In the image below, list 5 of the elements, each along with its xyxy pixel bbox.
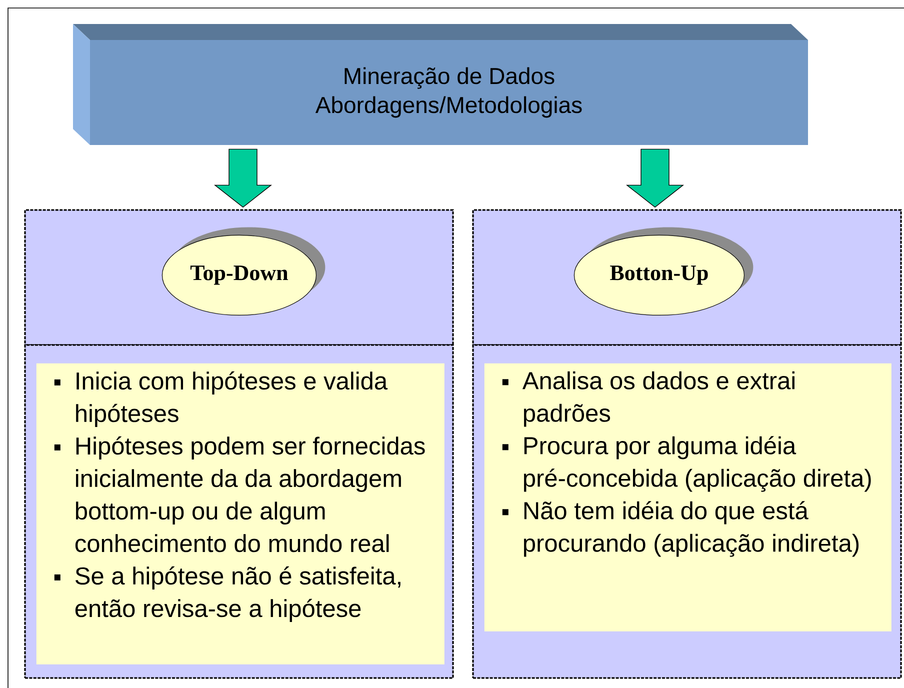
block-arrow — [626, 148, 684, 208]
bullet-list-box: Analisa os dados e extrai padrões Procura por alguma idéia pré-concebida (aplicação direta) Não tem idéia do que está procurando (aplicação indireta) — [484, 363, 892, 632]
block-arrow — [214, 148, 272, 208]
title-box: Mineração de Dados Abordagens/Metodologias — [73, 24, 808, 145]
bullet-list-box: Inicia com hipóteses e valida hipóteses Hipóteses podem ser fornecidas inicialmente da da abordagem bottom-up ou de algum conhecimento do mundo real Se a hipótese não é satisfeita, então revisa-se a hipótese — [36, 363, 444, 664]
